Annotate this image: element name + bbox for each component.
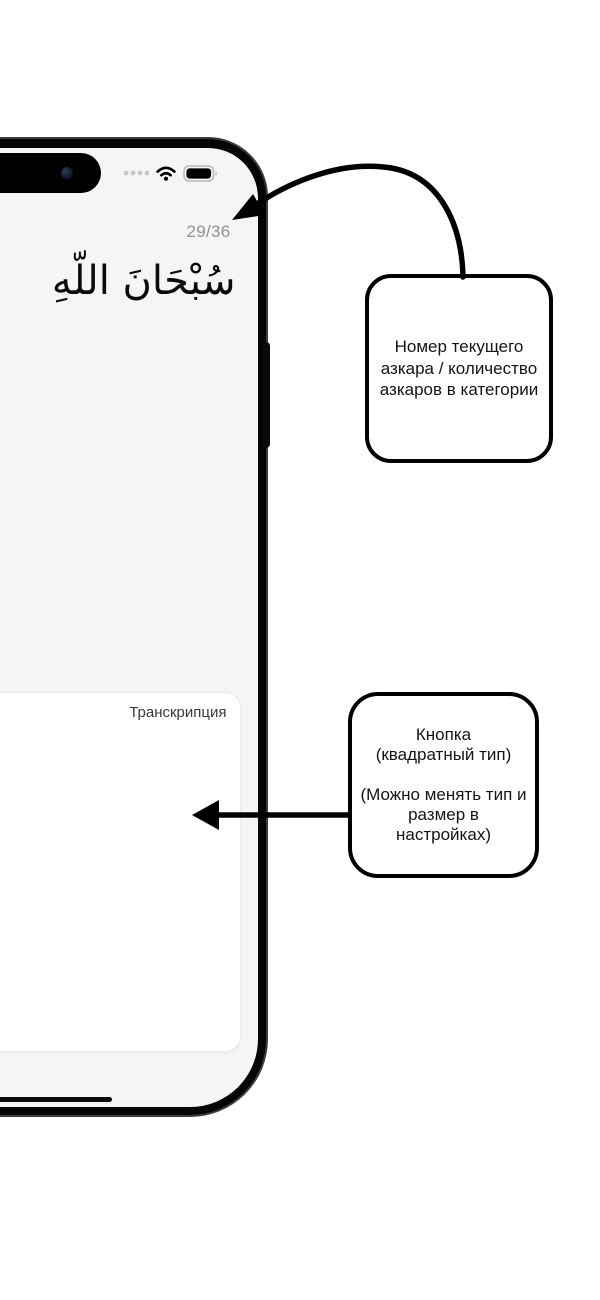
callout-counter-note: Номер текущего азкара / количество азкар… [365, 274, 553, 463]
dynamic-island [0, 152, 101, 193]
curved-connector-line [248, 163, 466, 280]
callout-text-line: азкара / количество [380, 358, 538, 378]
status-bar [123, 164, 219, 182]
callout-text-line: Кнопка [415, 725, 472, 744]
callout-text-line: (Можно менять тип и [360, 785, 527, 804]
callout-text-line [352, 765, 535, 785]
azkar-arabic-text: سُبْحَانَ اللّهِ [51, 257, 236, 304]
phone-frame: 29/36 سُبْحَانَ اللّهِ Транскрипция [0, 137, 270, 1117]
home-indicator[interactable] [0, 1096, 112, 1102]
callout-text-line: азкаров в категории [379, 380, 539, 400]
callout-text-line: Номер текущего [394, 337, 524, 357]
callout-text-line: размер в [408, 805, 479, 824]
transcription-card-button[interactable]: Транскрипция [0, 691, 241, 1052]
side-button [263, 342, 270, 448]
camera-icon [60, 166, 73, 179]
wifi-icon [155, 166, 176, 181]
battery-icon [182, 164, 219, 182]
azkar-counter: 29/36 [186, 221, 231, 241]
callout-button-note: Кнопка (квадратный тип) (Можно менять ти… [348, 692, 539, 878]
callout-text-line: настройках) [396, 825, 491, 844]
cellular-dots-icon [123, 170, 149, 176]
transcription-label: Транскрипция [129, 703, 227, 721]
phone-screen: 29/36 سُبْحَانَ اللّهِ Транскрипция [0, 147, 258, 1107]
callout-text-line: (квадратный тип) [375, 745, 512, 764]
